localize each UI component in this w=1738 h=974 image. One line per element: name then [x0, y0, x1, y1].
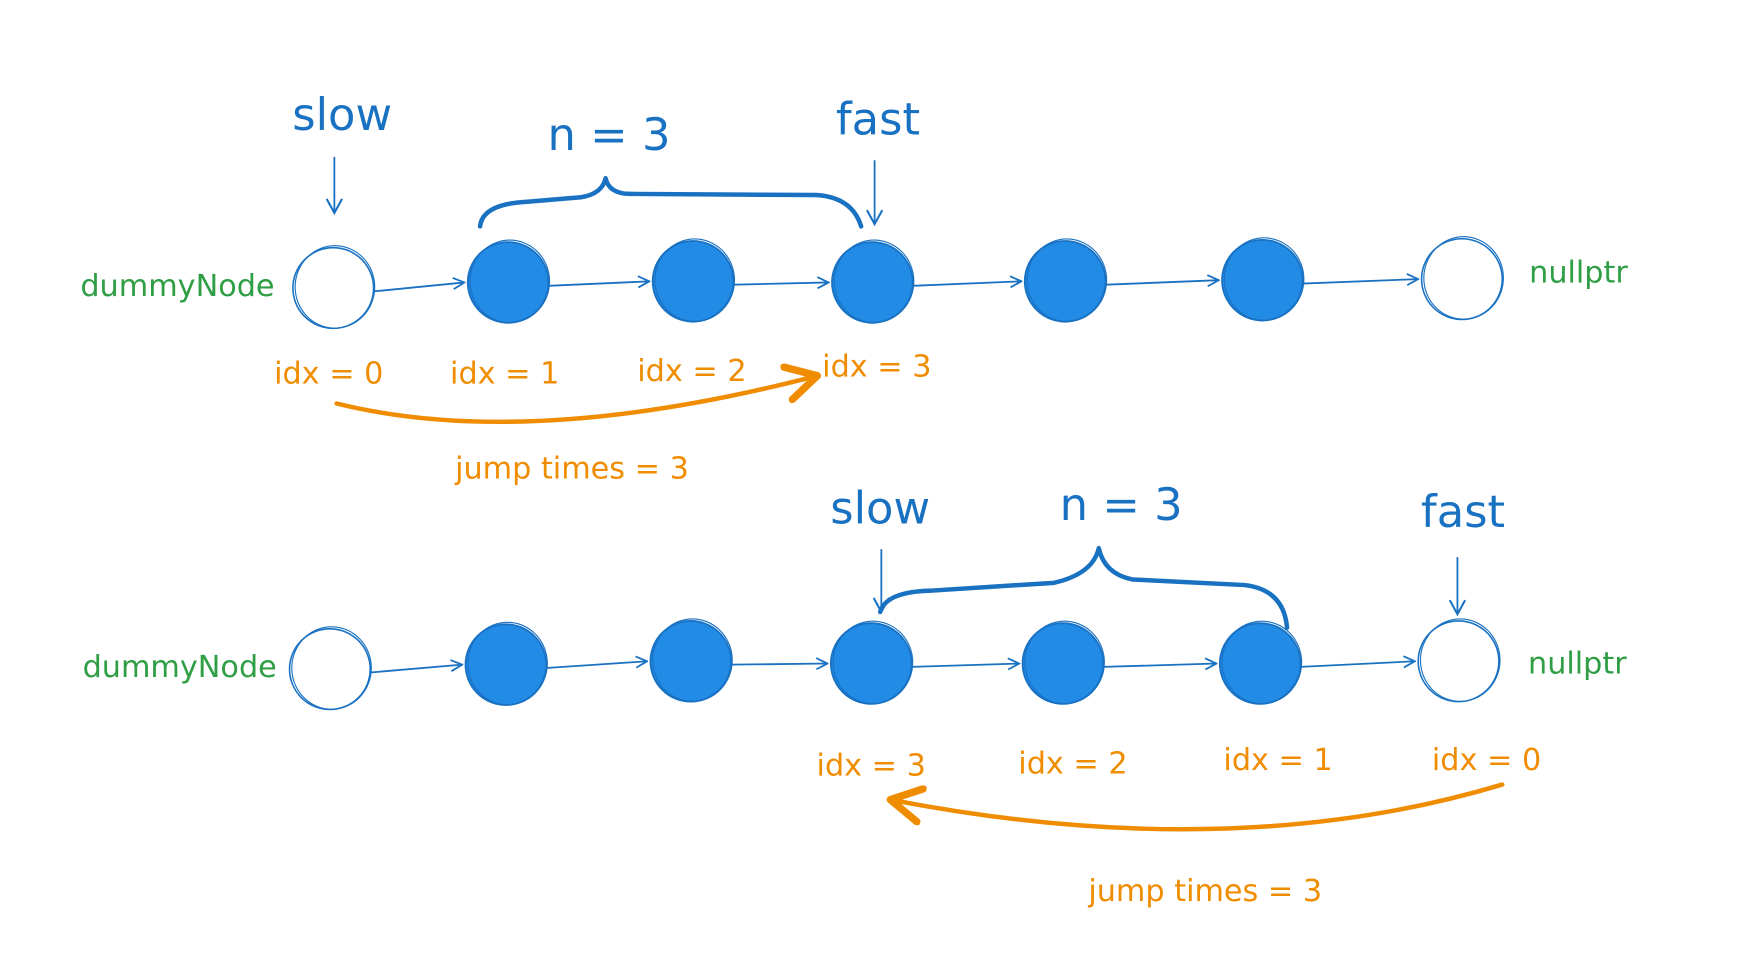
link-arrow [912, 281, 1022, 285]
node-outline [1026, 238, 1108, 323]
nullptr-label: nullptr [1528, 647, 1627, 682]
node-outline [1419, 618, 1501, 702]
node-outline [1221, 620, 1303, 705]
link-arrow [373, 282, 465, 293]
fast-pointer-label: fast [1421, 485, 1505, 538]
link-arrow [370, 665, 462, 674]
index-label: idx = 3 [817, 749, 926, 784]
jump-arrow [334, 377, 814, 425]
gap-brace [477, 175, 864, 229]
node-chain [292, 236, 1504, 330]
index-label: idx = 1 [1223, 743, 1332, 778]
slow-pointer-label: slow [292, 88, 392, 141]
dummy-node-label: dummyNode [80, 269, 274, 304]
link-arrow [1302, 279, 1418, 283]
link-arrow [733, 282, 828, 284]
index-label: idx = 2 [1018, 746, 1127, 781]
nullptr-label: nullptr [1529, 255, 1628, 290]
index-label: idx = 0 [1432, 743, 1541, 778]
index-label: idx = 0 [274, 356, 383, 391]
link-arrow [548, 281, 649, 285]
slow-pointer-label: slow [830, 481, 930, 534]
node-outline [1223, 237, 1305, 321]
gap-label: n = 3 [547, 108, 670, 161]
node-chain [288, 618, 1501, 711]
node-outline [1423, 236, 1504, 320]
link-arrow [546, 661, 647, 669]
fast-pointer-label: fast [836, 92, 920, 145]
node-outline [833, 239, 915, 324]
node-outline [832, 620, 914, 705]
node-outline [291, 626, 372, 710]
index-label: idx = 1 [450, 356, 559, 391]
index-label: idx = 2 [637, 354, 746, 389]
link-arrow [1300, 661, 1415, 667]
link-arrow [911, 664, 1020, 667]
node-outline [294, 245, 376, 329]
index-label: idx = 3 [822, 350, 931, 385]
row-1: slow n = 3 fast dummyNode nullptr idx = … [80, 88, 1628, 487]
jump-times-label: jump times = 3 [454, 452, 689, 487]
jump-times-label: jump times = 3 [1087, 874, 1322, 909]
gap-brace [877, 545, 1290, 630]
link-arrow [1105, 280, 1218, 284]
node-outline [1024, 620, 1105, 705]
node-outline [467, 621, 548, 706]
node-outline [652, 618, 733, 702]
node-outline [469, 239, 551, 324]
link-arrow [1103, 664, 1216, 667]
gap-label: n = 3 [1060, 478, 1183, 531]
dummy-node-label: dummyNode [83, 650, 277, 685]
jump-arrow [894, 782, 1505, 832]
row-2: slow n = 3 fast dummyNode nullptr idx = … [83, 478, 1628, 909]
link-arrow [731, 664, 827, 665]
node-outline [654, 238, 736, 323]
